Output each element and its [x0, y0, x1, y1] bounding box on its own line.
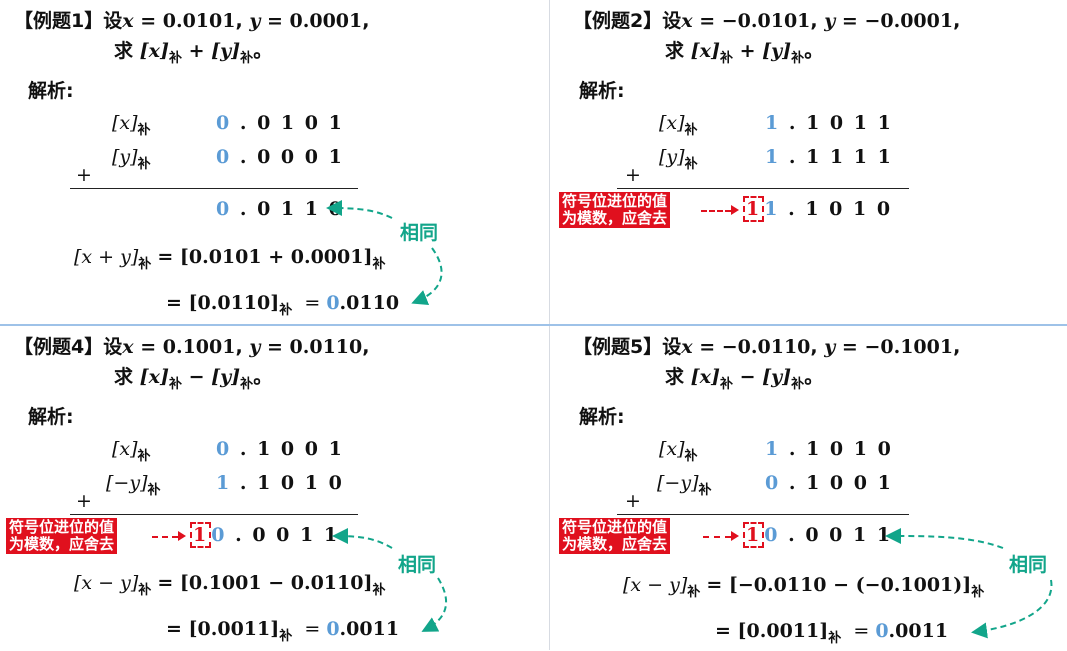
same-label: 相同 [1009, 554, 1048, 576]
carry-digit: 1 [743, 196, 765, 222]
plus-sign: + [76, 164, 92, 186]
example-2-heading: 【例题2】设x = −0.0101, y = −0.0001, [573, 10, 961, 32]
example-1-panel: 【例题1】设x = 0.0101, y = 0.0001, 求 [x]补 + [… [0, 0, 533, 325]
sum-rule [617, 188, 909, 189]
carry-arrow-head [178, 531, 186, 541]
carry-arrow-head [731, 531, 739, 541]
arrow-to-sum [885, 528, 1004, 549]
example-4-panel: 【例题4】设x = 0.1001, y = 0.0110, 求 [x]补 − [… [0, 326, 533, 651]
example-2-question: 求 [x]补 + [y]补。 [665, 40, 824, 66]
plus-sign: + [625, 490, 641, 512]
operand-1-value: 0 . 0 1 0 1 [216, 112, 344, 134]
sum-rule [617, 514, 909, 515]
operand-1-label: [x]补 [659, 438, 698, 464]
analysis-label: 解析: [28, 80, 74, 102]
equation-1: [x − y]补 = [0.1001 − 0.0110]补 [74, 572, 386, 598]
operand-2-value: 0 . 1 0 0 1 [765, 472, 893, 494]
operand-1-label: [x]补 [659, 112, 698, 138]
carry-digit: 1 [190, 522, 212, 548]
carry-arrow [701, 210, 731, 212]
operand-2-label: [y]补 [112, 146, 151, 172]
sign-carry-note: 符号位进位的值为模数，应舍去 [6, 518, 118, 554]
equation-1: [x − y]补 = [−0.0110 − (−0.1001)]补 [623, 574, 985, 600]
horizontal-divider [0, 324, 1067, 326]
operand-2-label: [y]补 [659, 146, 698, 172]
operand-2-value: 1 . 1 0 1 0 [216, 472, 344, 494]
arrow-to-result [971, 579, 1053, 639]
arrow-to-result [411, 247, 443, 305]
analysis-label: 解析: [579, 80, 625, 102]
operand-1-label: [x]补 [112, 438, 151, 464]
sign-carry-note: 符号位进位的值为模数，应舍去 [559, 518, 671, 554]
sum-rule [70, 514, 358, 515]
arrow-to-result [421, 577, 447, 632]
sum-rule [70, 188, 358, 189]
equation-2: = [0.0011]补 = 0.0011 [166, 618, 400, 644]
same-label: 相同 [400, 222, 439, 244]
sign-carry-note: 符号位进位的值为模数，应舍去 [559, 192, 671, 228]
operand-1-value: 1 . 1 0 1 1 [765, 112, 893, 134]
carry-arrow-head [731, 205, 739, 215]
example-4-question: 求 [x]补 − [y]补。 [114, 366, 273, 392]
sum-value: 0 . 0 1 1 0 [216, 198, 344, 220]
operand-1-label: [x]补 [112, 112, 151, 138]
plus-sign: + [76, 490, 92, 512]
operand-1-value: 0 . 1 0 0 1 [216, 438, 344, 460]
example-1-heading: 【例题1】设x = 0.0101, y = 0.0001, [14, 10, 370, 32]
analysis-label: 解析: [579, 406, 625, 428]
operand-2-value: 0 . 0 0 0 1 [216, 146, 344, 168]
carry-arrow [703, 536, 731, 538]
carry-arrow [152, 536, 178, 538]
analysis-label: 解析: [28, 406, 74, 428]
carry-digit: 1 [743, 522, 765, 548]
example-5-heading: 【例题5】设x = −0.0110, y = −0.1001, [573, 336, 961, 358]
example-2-panel: 【例题2】设x = −0.0101, y = −0.0001, 求 [x]补 +… [551, 0, 1067, 325]
operand-2-value: 1 . 1 1 1 1 [765, 146, 893, 168]
same-label: 相同 [398, 554, 437, 576]
equation-2: = [0.0011]补 = 0.0011 [715, 620, 949, 646]
equation-2: = [0.0110]补 = 0.0110 [166, 292, 400, 318]
equation-1: [x + y]补 = [0.0101 + 0.0001]补 [74, 246, 386, 272]
example-5-panel: 【例题5】设x = −0.0110, y = −0.1001, 求 [x]补 −… [551, 326, 1067, 651]
arrow-to-sum [332, 528, 393, 549]
operand-1-value: 1 . 1 0 1 0 [765, 438, 893, 460]
plus-sign: + [625, 164, 641, 186]
operand-2-label: [−y]补 [657, 472, 712, 498]
operand-2-label: [−y]补 [106, 472, 161, 498]
example-4-heading: 【例题4】设x = 0.1001, y = 0.0110, [14, 336, 370, 358]
example-5-question: 求 [x]补 − [y]补。 [665, 366, 824, 392]
example-1-question: 求 [x]补 + [y]补。 [114, 40, 273, 66]
